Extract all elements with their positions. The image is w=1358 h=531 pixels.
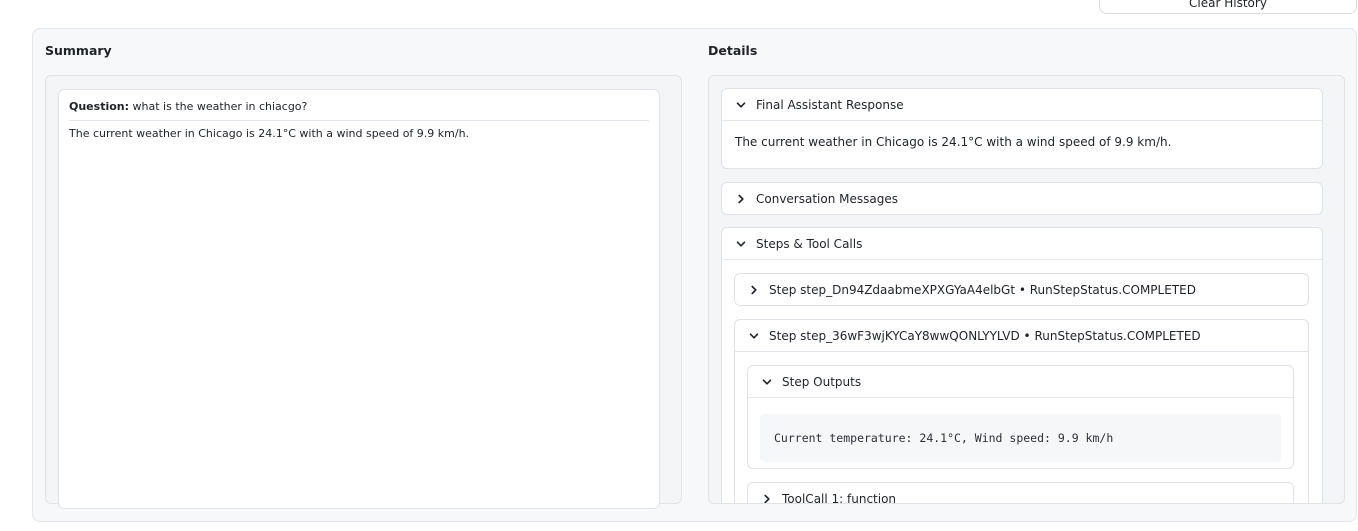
divider bbox=[722, 259, 1322, 260]
step-1-accordion: Step step_Dn94ZdaabmeXPXGYaA4elbGt • Run… bbox=[734, 273, 1309, 306]
chevron-down-icon bbox=[747, 329, 761, 343]
summary-panel: Question: what is the weather in chiacgo… bbox=[45, 75, 682, 509]
chevron-down-icon bbox=[734, 237, 748, 251]
step-outputs-body: Current temperature: 24.1°C, Wind speed:… bbox=[748, 398, 1293, 468]
chevron-down-icon bbox=[760, 375, 774, 389]
divider bbox=[735, 351, 1308, 352]
step-1-header[interactable]: Step step_Dn94ZdaabmeXPXGYaA4elbGt • Run… bbox=[735, 274, 1308, 306]
question-label: Question: bbox=[69, 100, 130, 113]
details-panel: Final Assistant Response The current wea… bbox=[708, 75, 1345, 504]
step-outputs-code: Current temperature: 24.1°C, Wind speed:… bbox=[760, 414, 1281, 462]
question-line: Question: what is the weather in chiacgo… bbox=[69, 100, 307, 113]
step-outputs-label: Step Outputs bbox=[782, 375, 862, 389]
step-2-label: Step step_36wF3wjKYCaY8wwQONLYYLVD • Run… bbox=[769, 329, 1201, 343]
conversation-accordion: Conversation Messages bbox=[721, 182, 1323, 215]
toolcall-1-label: ToolCall 1: function bbox=[782, 492, 897, 504]
answer-text: The current weather in Chicago is 24.1°C… bbox=[69, 127, 470, 140]
steps-accordion: Steps & Tool Calls Step step_Dn94Zdaabme… bbox=[721, 227, 1323, 504]
conversation-label: Conversation Messages bbox=[756, 192, 898, 206]
chevron-right-icon bbox=[760, 492, 774, 503]
main-container: Summary Details Question: what is the we… bbox=[32, 28, 1357, 522]
step-1-label: Step step_Dn94ZdaabmeXPXGYaA4elbGt • Run… bbox=[769, 283, 1196, 297]
clear-history-button[interactable]: Clear History bbox=[1099, 0, 1357, 14]
divider bbox=[748, 397, 1293, 398]
final-response-label: Final Assistant Response bbox=[756, 98, 904, 112]
divider bbox=[69, 120, 649, 121]
chevron-right-icon bbox=[747, 283, 761, 297]
steps-label: Steps & Tool Calls bbox=[756, 237, 863, 251]
summary-title: Summary bbox=[45, 43, 112, 58]
chevron-right-icon bbox=[734, 192, 748, 206]
chat-card: Question: what is the weather in chiacgo… bbox=[58, 89, 660, 509]
divider bbox=[722, 120, 1322, 121]
question-text: what is the weather in chiacgo? bbox=[129, 100, 308, 113]
step-2-accordion: Step step_36wF3wjKYCaY8wwQONLYYLVD • Run… bbox=[734, 319, 1309, 504]
step-2-header[interactable]: Step step_36wF3wjKYCaY8wwQONLYYLVD • Run… bbox=[735, 320, 1308, 352]
final-response-text: The current weather in Chicago is 24.1°C… bbox=[735, 135, 1172, 149]
toolcall-1-accordion: ToolCall 1: function bbox=[747, 482, 1294, 504]
chevron-down-icon bbox=[734, 98, 748, 112]
final-response-accordion: Final Assistant Response The current wea… bbox=[721, 88, 1323, 169]
steps-header[interactable]: Steps & Tool Calls bbox=[722, 228, 1322, 260]
step-outputs-header[interactable]: Step Outputs bbox=[748, 366, 1293, 398]
conversation-header[interactable]: Conversation Messages bbox=[722, 183, 1322, 215]
final-response-header[interactable]: Final Assistant Response bbox=[722, 89, 1322, 121]
toolcall-1-header[interactable]: ToolCall 1: function bbox=[748, 483, 1293, 504]
step-outputs-accordion: Step Outputs Current temperature: 24.1°C… bbox=[747, 365, 1294, 469]
details-title: Details bbox=[708, 43, 758, 58]
